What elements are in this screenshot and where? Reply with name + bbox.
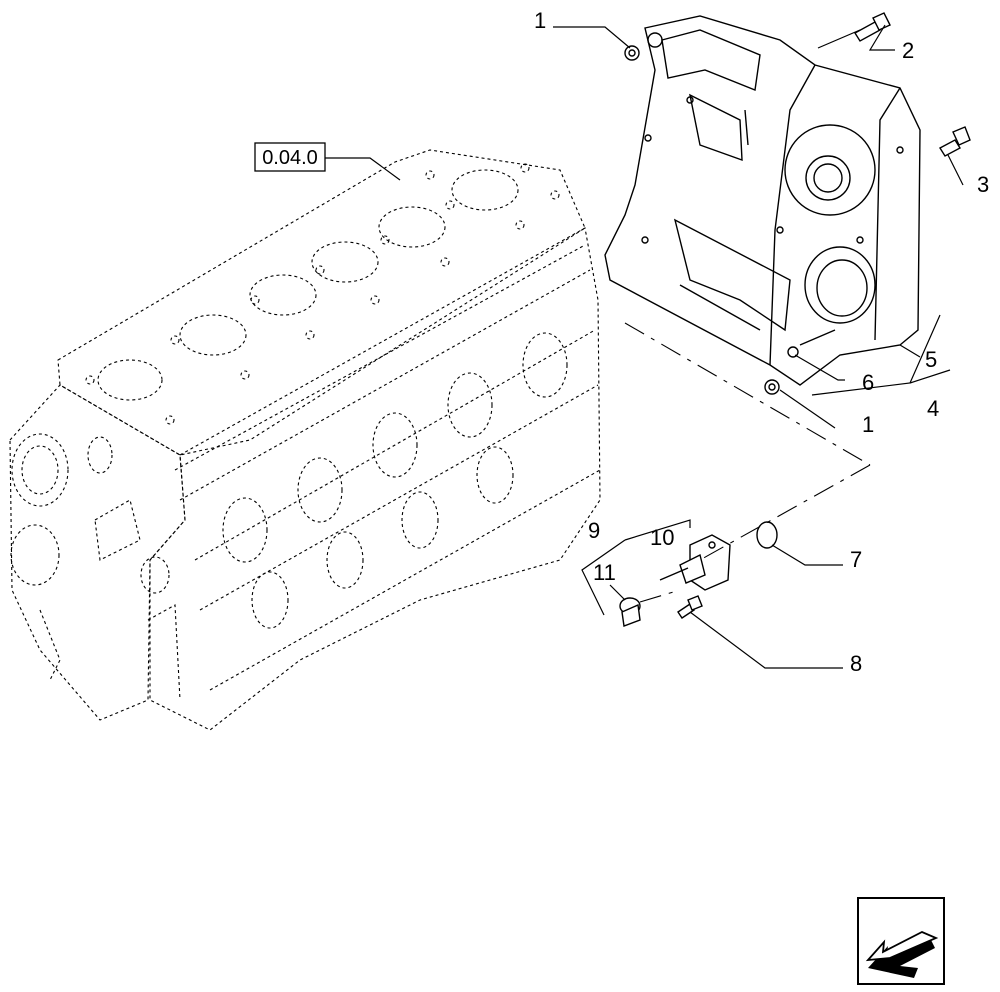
gear-housing-drawing xyxy=(604,15,921,386)
arrow-back-icon[interactable] xyxy=(857,897,945,985)
callout-2: 2 xyxy=(902,38,914,63)
plug-part-1-upper xyxy=(624,45,640,61)
callout-1-top: 1 xyxy=(534,8,546,33)
callout-6: 6 xyxy=(862,370,874,395)
callout-1-bottom: 1 xyxy=(862,412,874,437)
callout-11: 11 xyxy=(593,560,616,585)
callout-7: 7 xyxy=(850,547,862,572)
callout-5: 5 xyxy=(925,347,937,372)
callout-3: 3 xyxy=(977,172,989,197)
reference-box[interactable]: 0.04.0 xyxy=(254,142,326,172)
screw-part-2 xyxy=(854,12,891,42)
callout-labels: 1 2 3 5 6 4 1 7 9 10 11 8 xyxy=(534,8,989,676)
plug-part-11 xyxy=(619,597,641,627)
leader-lines xyxy=(320,24,964,669)
engine-block-drawing xyxy=(9,149,601,731)
callout-10: 10 xyxy=(650,525,674,550)
pin-part-6 xyxy=(787,346,799,358)
callout-4: 4 xyxy=(927,396,939,421)
callout-9: 9 xyxy=(588,518,600,543)
screw-part-8 xyxy=(677,595,703,619)
screw-part-3 xyxy=(939,126,971,157)
reference-label: 0.04.0 xyxy=(262,147,318,169)
o-ring-part-7 xyxy=(756,521,778,549)
callout-8: 8 xyxy=(850,651,862,676)
assembly-lines xyxy=(624,322,871,603)
plug-part-1-lower xyxy=(764,379,780,395)
